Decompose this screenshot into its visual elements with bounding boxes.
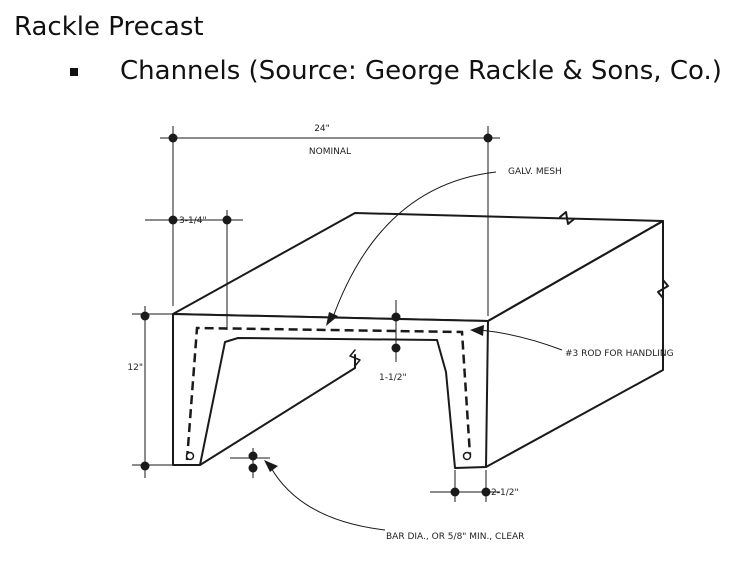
dot-cover-bottom xyxy=(248,463,258,473)
label-galv-mesh: GALV. MESH xyxy=(508,167,562,177)
dot-height-bottom xyxy=(140,461,150,471)
rod-end-right xyxy=(462,451,472,461)
dot-flange-left xyxy=(168,215,178,225)
label-rod: #3 ROD FOR HANDLING xyxy=(565,349,674,359)
slide-title: Rackle Precast xyxy=(14,12,204,42)
cover-leader xyxy=(269,465,386,531)
rod-end-left xyxy=(185,451,195,461)
channel-cross-section xyxy=(172,313,489,469)
break-mark-inner xyxy=(349,349,361,367)
dot-height-top xyxy=(140,311,150,321)
rod-leader xyxy=(479,329,563,351)
label-leg-width: 2-1/2" xyxy=(491,488,519,498)
square-bullet-icon xyxy=(70,68,78,76)
cover-arrowhead xyxy=(264,460,278,472)
label-width-note: NOMINAL xyxy=(309,147,351,157)
label-height: 12" xyxy=(127,363,143,373)
dot-width-right xyxy=(483,133,493,143)
label-flange-offset: 3-1/4" xyxy=(179,216,207,226)
dot-flange-right xyxy=(222,215,232,225)
mesh-leader xyxy=(331,171,497,321)
dot-width-left xyxy=(168,133,178,143)
break-mark-top xyxy=(559,211,575,225)
channel-inner-edge xyxy=(199,354,356,466)
dot-cover-top xyxy=(248,451,258,461)
channel-side-face xyxy=(485,220,664,468)
rod-arrowhead xyxy=(470,325,484,336)
label-width-value: 24" xyxy=(314,124,330,134)
dot-thickness-bottom xyxy=(391,343,401,353)
dot-leg-right xyxy=(481,487,491,497)
break-mark-side xyxy=(657,279,669,299)
galv-mesh-line xyxy=(185,326,472,461)
dot-leg-left xyxy=(450,487,460,497)
channel-top-surface xyxy=(172,212,664,322)
label-cover: BAR DIA., OR 5/8" MIN., CLEAR xyxy=(386,532,524,542)
bullet-item: Channels (Source: George Rackle & Sons, … xyxy=(70,56,722,86)
dot-thickness-top xyxy=(391,312,401,322)
mesh-arrowhead xyxy=(326,312,338,326)
bullet-text: Channels (Source: George Rackle & Sons, … xyxy=(120,56,722,86)
label-top-thickness: 1-1/2" xyxy=(379,373,407,383)
